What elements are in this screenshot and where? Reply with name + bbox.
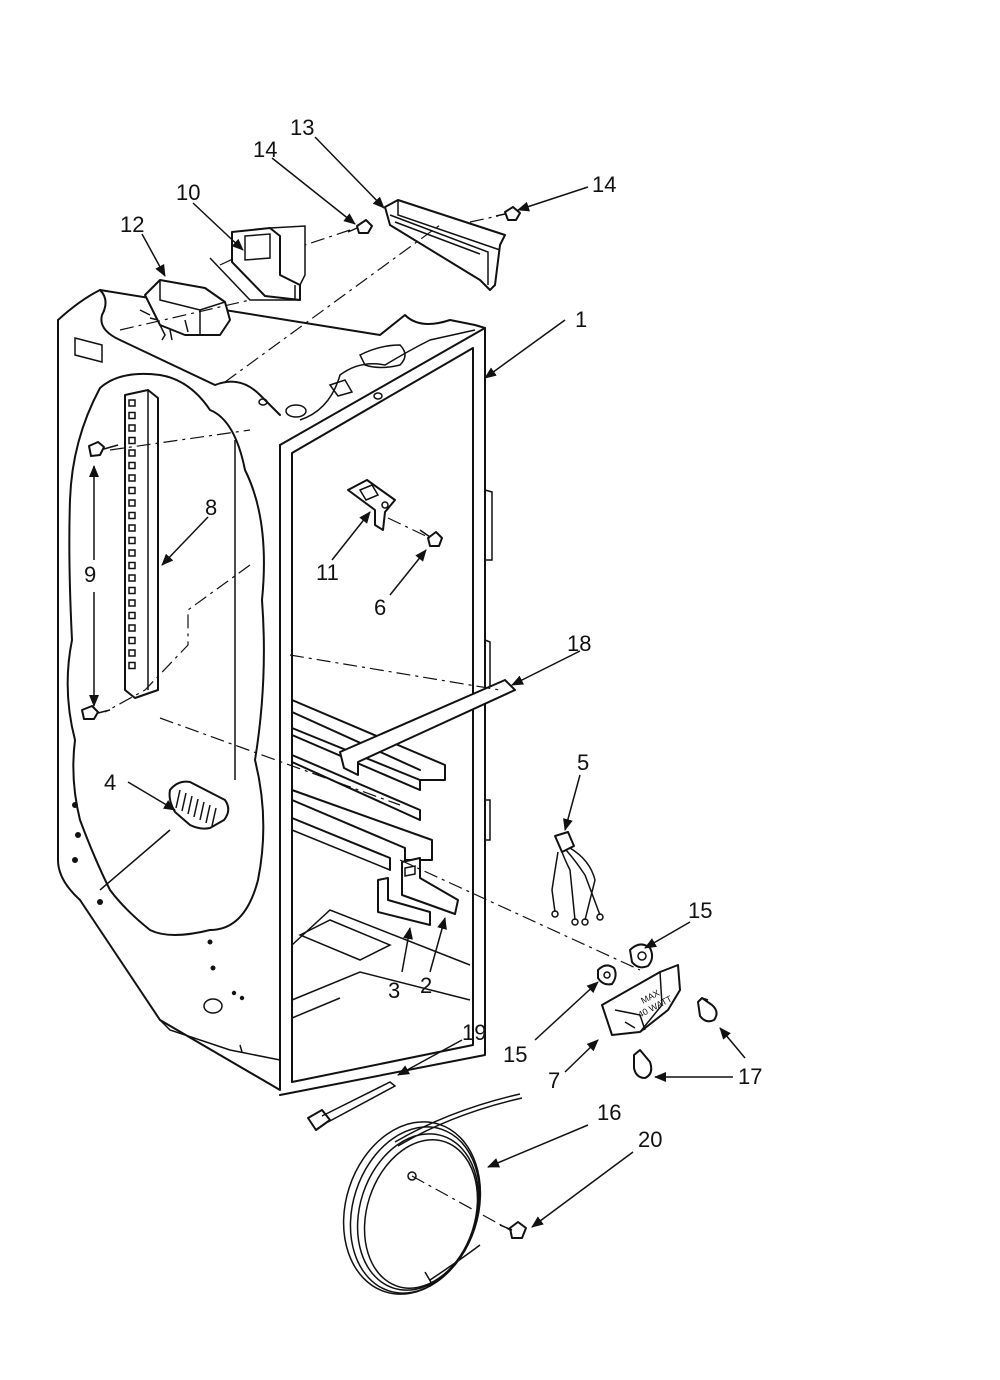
callout-5: 5 [577,750,589,775]
callout-11: 11 [316,560,339,585]
grille-slot [175,789,181,809]
rail-slot [128,411,136,420]
rail-slot [128,549,136,557]
rail-top-screw [88,441,119,457]
rail-slot [128,636,136,645]
callout-10: 10 [176,180,200,205]
callout-4: 4 [104,770,116,795]
cabinet-liner [57,289,493,1096]
rail-slot [128,499,136,507]
coiled-heater-wire [342,1093,523,1295]
cross-bar [339,679,516,776]
push-pin-right [697,997,718,1023]
control-housing [139,279,231,341]
air-diffuser [384,199,506,291]
leader-lines [89,136,746,1228]
rail-slot [128,461,136,470]
callout-1: 1 [575,307,587,332]
rail-slot [128,524,136,532]
rail-slot [128,511,136,520]
rail-bottom-screw [81,705,111,720]
callout-labels: 13 14 14 10 12 1 8 9 11 6 18 4 5 15 3 2 … [84,115,762,1152]
rail-slot [128,449,136,457]
callout-9: 9 [84,562,96,587]
callout-17-right: 17 [738,1064,762,1089]
rail-slot [128,611,136,620]
callout-3: 3 [388,978,400,1003]
callout-12: 12 [120,212,144,237]
coil-screw [499,1221,527,1239]
socket-clip-lower [597,964,617,986]
grille-slot [199,801,205,821]
rail-slot [128,424,136,432]
callout-15-lower: 15 [503,1042,527,1067]
callout-20: 20 [638,1127,662,1152]
rail-slot [128,624,136,632]
alignment-lines [104,215,641,1231]
rail-slot [128,561,136,570]
callout-8: 8 [205,495,217,520]
clip-parts [377,857,459,926]
callout-19: 19 [462,1020,486,1045]
grille-slot [193,798,199,818]
grille-slot [205,804,211,824]
bracket-screw-6 [419,529,443,547]
diffuser-screw [495,206,521,221]
callout-15-upper: 15 [688,898,712,923]
grille-slot [211,807,217,827]
rail-slot [128,599,136,607]
housing-bracket [209,225,306,301]
bracket-screw [347,219,373,234]
callout-7: 7 [548,1068,560,1093]
callout-14-right: 14 [592,172,616,197]
shelf-support-rail [124,389,159,699]
rail-slot [128,536,136,545]
grille-slot [187,795,193,815]
rail-slot [128,399,136,407]
wire-harness [551,831,604,926]
callout-2: 2 [420,973,432,998]
rail-slot [128,574,136,582]
rail-slot [128,486,136,495]
callout-6: 6 [374,595,386,620]
callout-16: 16 [597,1100,621,1125]
rail-slot [128,474,136,482]
callout-13: 13 [290,115,314,140]
push-pin-bottom [633,1049,653,1079]
air-grille [168,780,230,830]
grille-slot [181,792,187,812]
rail-slot [128,661,136,670]
cable-tie [307,1081,397,1131]
rail-slot [128,436,136,445]
callout-14-left: 14 [253,137,277,162]
socket-clip-upper [629,943,654,969]
rail-slot [128,649,136,657]
mounting-bracket [347,479,396,531]
rail-slot [128,586,136,595]
callout-18: 18 [567,631,591,656]
